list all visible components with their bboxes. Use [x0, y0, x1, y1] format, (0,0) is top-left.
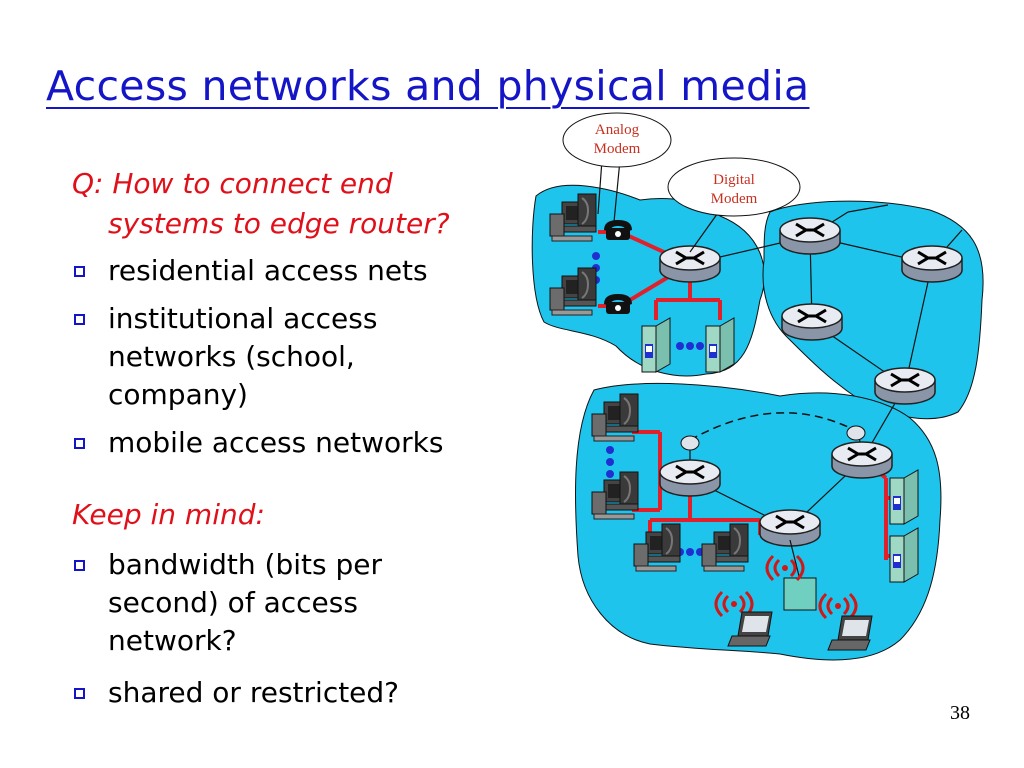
bullet-text: institutional access	[108, 302, 378, 335]
bullet-shared: shared or restricted?	[72, 674, 399, 712]
analog-modem-label-1: Analog	[595, 122, 640, 138]
access-network-diagram: Analog Modem Digital Modem	[531, 112, 984, 661]
bullet-text: residential access nets	[108, 254, 428, 287]
telephone-icon	[604, 294, 632, 314]
bullet-text: mobile access networks	[108, 426, 444, 459]
bullet-text: company)	[108, 378, 248, 411]
access-types-list: residential access nets institutional ac…	[72, 252, 443, 462]
router-icon	[778, 216, 842, 256]
considerations-list: bandwidth (bits per second) of access ne…	[72, 546, 399, 712]
bullet-mobile: mobile access networks	[72, 424, 443, 462]
page-number: 38	[950, 702, 970, 724]
bullet-square-icon	[74, 438, 85, 449]
router-icon	[830, 440, 894, 480]
digital-modem-label-2: Modem	[711, 191, 758, 207]
question-text: Q: How to connect end systems to edge ro…	[72, 164, 450, 244]
server-icon	[705, 317, 735, 373]
digital-modem-callout	[667, 157, 801, 217]
analog-modem-callout	[562, 112, 672, 168]
server-icon	[641, 317, 671, 373]
server-icon	[889, 469, 919, 525]
digital-modem-label-1: Digital	[713, 172, 755, 188]
analog-modem-label-2: Modem	[594, 141, 641, 157]
bullet-square-icon	[74, 560, 85, 571]
slide-title: Access networks and physical media	[46, 62, 810, 110]
bullet-bandwidth: bandwidth (bits per second) of access ne…	[72, 546, 399, 660]
bullet-square-icon	[74, 688, 85, 699]
bullet-text: bandwidth (bits per	[108, 548, 382, 581]
telephone-icon	[604, 220, 632, 240]
dish-antenna-icon	[680, 425, 866, 451]
bullet-institutional: institutional access networks (school, c…	[72, 300, 443, 414]
bullet-text: second) of access	[108, 586, 358, 619]
bullet-text: networks (school,	[108, 340, 355, 373]
bullet-text: shared or restricted?	[108, 676, 400, 709]
router-icon	[658, 458, 722, 498]
keep-in-mind-heading: Keep in mind:	[72, 498, 265, 531]
bullet-square-icon	[74, 266, 85, 277]
access-point-icon	[783, 577, 817, 611]
router-icon	[780, 302, 844, 342]
bullet-square-icon	[74, 314, 85, 325]
question-line-1: Q: How to connect end	[72, 167, 393, 200]
question-line-2: systems to edge router?	[108, 207, 450, 240]
router-icon	[900, 244, 964, 284]
server-icon	[889, 527, 919, 583]
bullet-text: network?	[108, 624, 237, 657]
satellite-link	[689, 412, 859, 441]
bullet-residential: residential access nets	[72, 252, 443, 290]
router-icon	[873, 366, 937, 406]
